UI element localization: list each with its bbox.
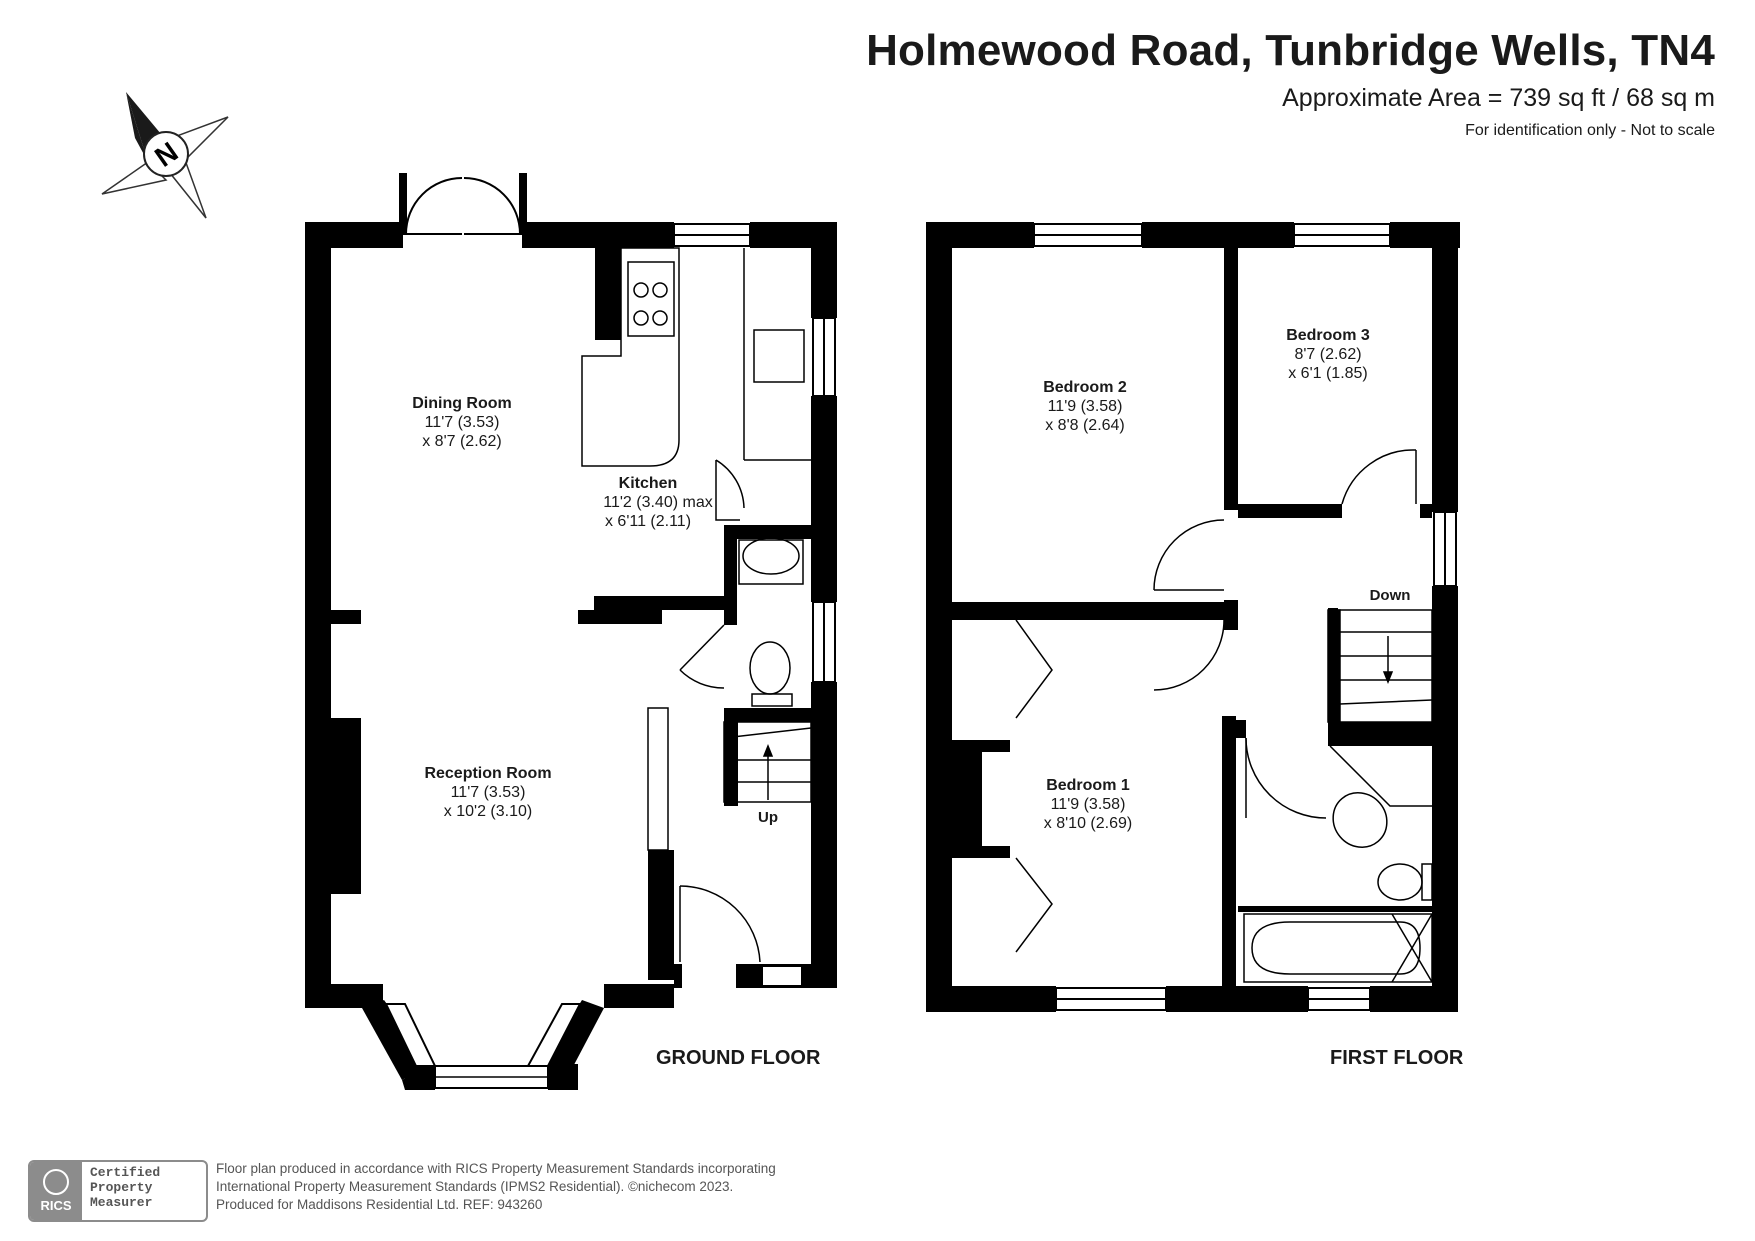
first-doors: [1015, 449, 1417, 953]
wc-toilet: [679, 624, 793, 707]
rics-crest-icon: [43, 1169, 69, 1195]
bedroom1-dim2: x 8'10 (2.69): [1044, 815, 1132, 832]
kitchen-dim1: 11'2 (3.40) max: [603, 494, 712, 511]
reception-room-name: Reception Room: [424, 765, 551, 782]
ground-floor-label: GROUND FLOOR: [656, 1047, 821, 1069]
kitchen-dim2: x 6'11 (2.11): [605, 513, 691, 530]
bathroom-fittings: [1243, 745, 1433, 983]
disclaimer-note: For identification only - Not to scale: [1465, 122, 1715, 139]
stairs-up-label: Up: [758, 809, 778, 826]
first-floor-label: FIRST FLOOR: [1330, 1047, 1464, 1069]
area-text: Approximate Area = 739 sq ft / 68 sq m: [1282, 84, 1715, 112]
footer-line1: Floor plan produced in accordance with R…: [216, 1161, 776, 1176]
bedroom3-name: Bedroom 3: [1286, 327, 1370, 344]
ground-windows: [673, 223, 836, 987]
bedroom3-dim2: x 6'1 (1.85): [1288, 365, 1368, 382]
badge-line1: Certified: [90, 1165, 161, 1180]
first-windows: [1033, 223, 1457, 1011]
dining-room-name: Dining Room: [412, 395, 512, 412]
ground-floor-walls: [305, 222, 837, 1008]
rics-logo: RICS: [30, 1162, 82, 1220]
bedroom3-dim1: 8'7 (2.62): [1294, 346, 1361, 363]
rics-org-label: RICS: [40, 1198, 72, 1213]
dining-room-dim2: x 8'7 (2.62): [422, 433, 502, 450]
rics-certified-badge: RICS Certified Property Measurer: [28, 1160, 208, 1222]
bedroom1-dim1: 11'9 (3.58): [1051, 796, 1126, 813]
footer-line3: Produced for Maddisons Residential Ltd. …: [216, 1197, 543, 1212]
reception-fittings: [647, 707, 761, 963]
bedroom1-name: Bedroom 1: [1046, 777, 1130, 794]
footer-text: Floor plan produced in accordance with R…: [216, 1160, 776, 1214]
footer-line2: International Property Measurement Stand…: [216, 1179, 734, 1194]
first-stairs: [1327, 609, 1433, 723]
bedroom2-name: Bedroom 2: [1043, 379, 1127, 396]
stairs-down-label: Down: [1370, 587, 1411, 604]
reception-room-dim1: 11'7 (3.53): [451, 784, 526, 801]
badge-line2: Property: [90, 1180, 153, 1195]
first-floor-walls: [926, 222, 1460, 1012]
french-doors: [399, 173, 527, 235]
kitchen-fittings: [581, 247, 811, 585]
badge-text: Certified Property Measurer: [82, 1162, 206, 1220]
kitchen-name: Kitchen: [619, 475, 678, 492]
reception-room-dim2: x 10'2 (3.10): [444, 803, 532, 820]
page-title: Holmewood Road, Tunbridge Wells, TN4: [866, 26, 1715, 75]
bay-window: [362, 1000, 604, 1090]
dining-room-dim1: 11'7 (3.53): [425, 414, 500, 431]
compass-icon: N: [101, 92, 229, 219]
bedroom2-dim1: 11'9 (3.58): [1048, 398, 1123, 415]
ground-stairs: [723, 721, 812, 803]
bedroom2-dim2: x 8'8 (2.64): [1045, 417, 1125, 434]
badge-line3: Measurer: [90, 1195, 153, 1210]
